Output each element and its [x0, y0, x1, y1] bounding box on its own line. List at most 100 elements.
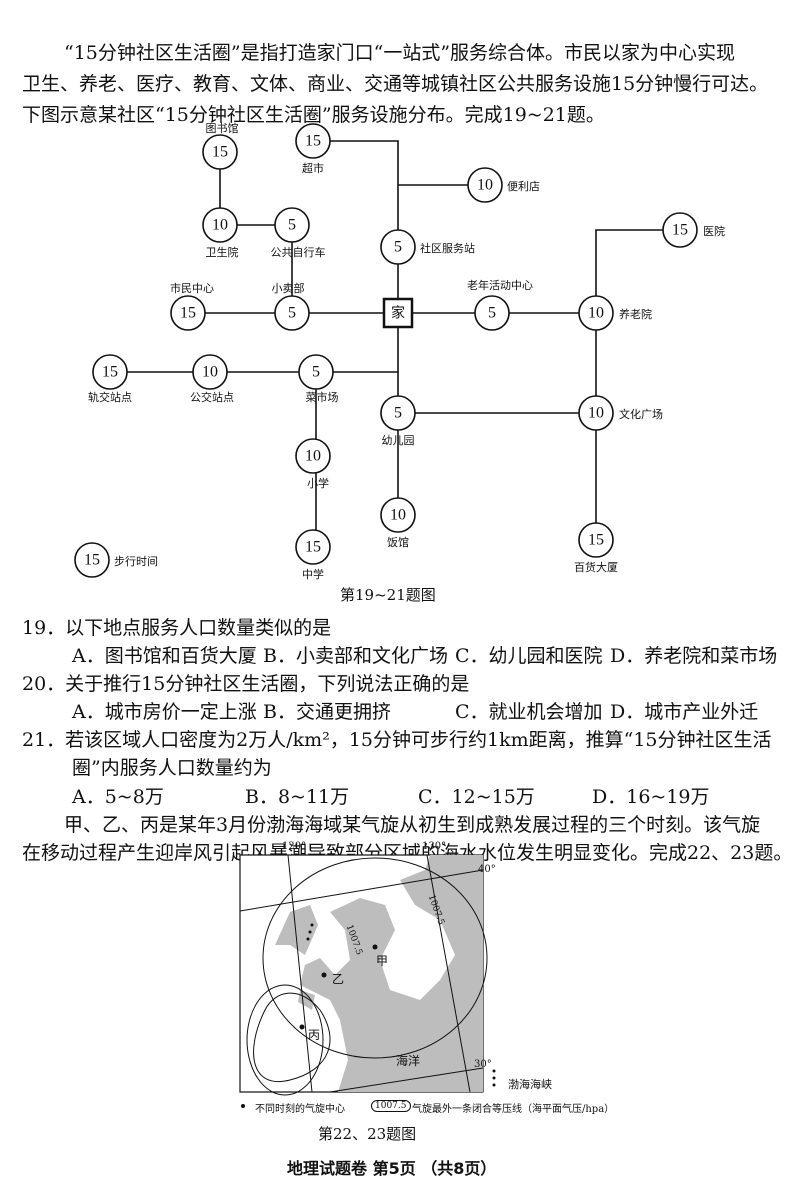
- node-label: 百货大厦: [574, 560, 618, 574]
- node-label: 市民中心: [170, 281, 214, 295]
- diagram-caption: 第19~21题图: [340, 586, 436, 604]
- node-minutes: 10: [212, 217, 228, 234]
- node-minutes: 10: [588, 305, 604, 322]
- q19-stem: 19．以下地点服务人口数量类似的是: [22, 617, 332, 639]
- q21-option-d: D．16~19万: [592, 786, 710, 808]
- node-circle: [474, 295, 510, 331]
- facility-node-civic: 15 市民中心: [170, 281, 214, 331]
- legend-isobar: 气旋最外一条闭合等压线（海平面气压/hpa）: [412, 1104, 615, 1115]
- facility-node-library: 15 图书馆: [202, 121, 239, 170]
- node-circle: [170, 295, 206, 331]
- node-minutes: 10: [390, 507, 406, 524]
- node-label: 图书馆: [206, 121, 239, 135]
- facility-node-bus: 10 公交站点: [190, 354, 234, 404]
- node-minutes: 10: [477, 177, 493, 194]
- intro-line-3: 下图示意某社区“15分钟社区生活圈”服务设施分布。完成19~21题。: [22, 104, 605, 126]
- q20-stem: 20．关于推行15分钟社区生活圈，下列说法正确的是: [22, 673, 470, 695]
- q19-option-c: C．幼儿园和医院: [455, 645, 603, 667]
- q21-stem-2: 圈”内服务人口数量约为: [72, 757, 272, 779]
- node-circle: [295, 438, 331, 474]
- node-label: 养老院: [619, 307, 652, 321]
- q21-option-c: C．12~15万: [418, 786, 535, 808]
- intro-line-2: 卫生、养老、医疗、教育、文体、商业、交通等城镇社区公共服务设施15分钟慢行可达。: [22, 73, 769, 95]
- q20-option-b: B．交通更拥挤: [263, 701, 391, 723]
- diagram-edges: [110, 140, 680, 547]
- node-label: 文化广场: [619, 407, 663, 421]
- legend-center: 不同时刻的气旋中心: [255, 1104, 345, 1115]
- q19-option-d: D．养老院和菜市场: [610, 645, 778, 667]
- lat-30: 30°: [474, 1059, 492, 1070]
- node-label: 中学: [302, 567, 324, 581]
- facility-node-dept: 15 百货大厦: [574, 522, 618, 574]
- node-circle: [192, 354, 228, 390]
- node-circle: [202, 207, 238, 243]
- facility-node-nursing: 10 养老院: [578, 295, 652, 331]
- map-caption: 第22、23题图: [318, 1125, 417, 1143]
- node-minutes: 15: [102, 364, 118, 381]
- legend-circle: [74, 542, 110, 578]
- node-label: 卫生院: [206, 245, 239, 259]
- q21-option-a: A．5~8万: [72, 786, 164, 808]
- node-circle: [467, 167, 503, 203]
- lat-40: 40°: [478, 864, 496, 875]
- lon-130: 130°: [422, 841, 447, 852]
- facility-node-supermarket: 15 超市: [295, 123, 331, 175]
- node-label: 公共自行车: [271, 245, 326, 259]
- node-label: 菜市场: [306, 390, 339, 404]
- facility-node-restaurant: 10 饭馆: [380, 497, 416, 549]
- q20-option-a: A．城市房价一定上涨: [72, 701, 257, 723]
- node-circle: [578, 522, 614, 558]
- legend-label: 步行时间: [114, 555, 158, 568]
- q21-option-b: B．8~11万: [245, 786, 350, 808]
- intro2-line-2: 在移动过程产生迎岸风引起风暴潮导致部分区域的海水水位发生明显变化。完成22、23…: [22, 842, 793, 864]
- facility-node-bike: 5 公共自行车: [271, 207, 326, 259]
- node-label: 超市: [302, 161, 324, 175]
- isobar-label-2: 1007.5: [425, 893, 446, 927]
- q21-stem-1: 21．若该区域人口密度为2万人/km²，15分钟可步行约1km距离，推算“15分…: [22, 729, 772, 751]
- node-minutes: 5: [288, 305, 296, 322]
- node-circle: [274, 295, 310, 331]
- node-minutes: 10: [202, 364, 218, 381]
- node-circle: [274, 207, 310, 243]
- node-circle: [380, 395, 416, 431]
- legend-minutes: 15: [84, 552, 100, 569]
- ocean-area: [300, 855, 483, 1092]
- q19-option-a: A．图书馆和百货大厦: [72, 645, 257, 667]
- node-circle: [662, 212, 698, 248]
- strait-legend: 渤海海峡: [508, 1078, 552, 1091]
- node-minutes: 15: [588, 532, 604, 549]
- node-minutes: 5: [394, 239, 402, 256]
- node-circle: [298, 354, 334, 390]
- q20-option-c: C．就业机会增加: [455, 701, 603, 723]
- node-minutes: 10: [305, 448, 321, 465]
- node-circle: [202, 134, 238, 170]
- intro2-line-1: 甲、乙、丙是某年3月份渤海海域某气旋从初生到成熟发展过程的三个时刻。该气旋: [64, 814, 761, 836]
- label-bing: 丙: [308, 1028, 321, 1042]
- facility-node-clinic: 10 卫生院: [202, 207, 239, 259]
- node-circle: [295, 123, 331, 159]
- node-minutes: 5: [288, 217, 296, 234]
- node-circle: [578, 395, 614, 431]
- q19-option-b: B．小卖部和文化广场: [263, 645, 448, 667]
- node-minutes: 15: [180, 305, 196, 322]
- node-label: 饭馆: [387, 535, 409, 549]
- home-label: 家: [391, 305, 405, 322]
- node-label: 小卖部: [272, 281, 305, 295]
- node-label: 公交站点: [190, 390, 234, 404]
- node-circle: [295, 529, 331, 565]
- node-label: 便利店: [507, 179, 540, 193]
- node-minutes: 5: [394, 405, 402, 422]
- node-minutes: 15: [212, 144, 228, 161]
- home-node: [382, 297, 414, 329]
- node-label: 老年活动中心: [467, 278, 533, 292]
- node-minutes: 15: [305, 133, 321, 150]
